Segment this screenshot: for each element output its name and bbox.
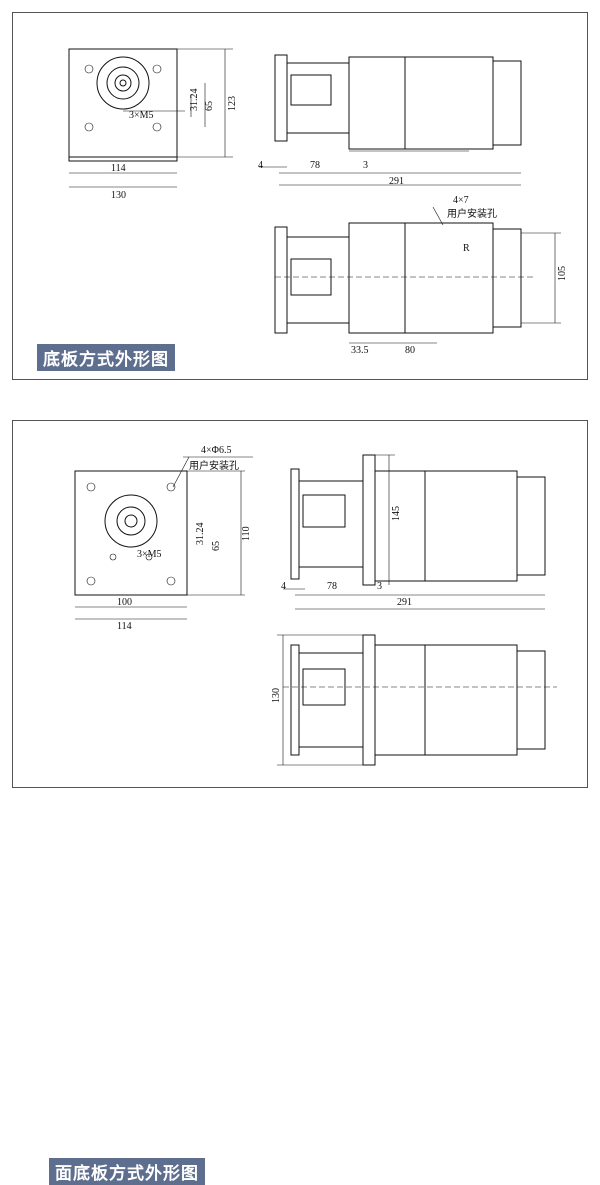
screw-hole-1	[84, 64, 94, 74]
dim-3: 3	[363, 160, 368, 171]
dim-78: 78	[310, 160, 320, 171]
hub-mid	[106, 66, 140, 100]
dim-78: 78	[327, 581, 337, 592]
flange-outline	[68, 48, 178, 158]
side-view: 4 78 3 291	[258, 54, 522, 187]
screw-hole-3	[84, 122, 94, 132]
dim-291: 291	[397, 597, 412, 608]
base-plate	[68, 133, 178, 162]
dim-145: 145	[391, 506, 402, 521]
hole-desc: 用户安装孔	[189, 459, 239, 472]
dim-100: 100	[117, 597, 132, 608]
top-drawing-svg: 114 130 3×M5 31.24 65 123 4 78 3 291	[68, 48, 568, 356]
dim-105: 105	[557, 266, 568, 281]
side-view: 145 4 78 3 291	[281, 454, 546, 610]
dim-130: 130	[271, 688, 282, 703]
top-caption: 底板方式外形图	[37, 344, 175, 371]
bottom-drawing-panel: 4×Φ6.5 用户安装孔 3×M5 100 114 31.24 65 110 1…	[12, 420, 588, 1185]
dim-110: 110	[241, 526, 252, 541]
dim-114: 114	[111, 163, 126, 174]
bottom-drawing-svg: 4×Φ6.5 用户安装孔 3×M5 100 114 31.24 65 110 1…	[74, 445, 557, 766]
top-view: 130	[271, 634, 557, 766]
hole-note: 4×7	[453, 195, 469, 206]
dim-33-5: 33.5	[351, 345, 369, 356]
screw-hole-4	[152, 122, 162, 132]
radius-note: R	[463, 243, 470, 254]
dim-4: 4	[258, 160, 263, 171]
shaft-center	[119, 79, 127, 87]
dim-80: 80	[405, 345, 415, 356]
top-view: 4×7 用户安装孔 R 33.5 80 105	[274, 195, 568, 356]
dim-130: 130	[111, 190, 126, 201]
dim-31-24: 31.24	[189, 89, 200, 112]
dim-114: 114	[117, 621, 132, 632]
front-view: 114 130 3×M5 31.24 65 123	[68, 48, 238, 201]
shaft	[114, 74, 132, 92]
dim-65: 65	[204, 101, 215, 111]
dim-123: 123	[227, 96, 238, 111]
screw-hole-2	[152, 64, 162, 74]
screw-note: 3×M5	[129, 110, 154, 121]
dim-65: 65	[211, 541, 222, 551]
screw-note: 3×M5	[137, 549, 162, 560]
dim-291: 291	[389, 176, 404, 187]
dim-4: 4	[281, 581, 286, 592]
dim-3: 3	[377, 581, 382, 592]
hub-outer	[96, 56, 150, 110]
dim-31-24: 31.24	[195, 523, 206, 546]
bottom-caption: 面底板方式外形图	[49, 1158, 205, 1185]
hole-note: 4×Φ6.5	[201, 445, 231, 456]
hole-desc: 用户安装孔	[447, 207, 497, 220]
front-view: 4×Φ6.5 用户安装孔 3×M5 100 114 31.24 65 110	[74, 445, 253, 632]
top-drawing-panel: 114 130 3×M5 31.24 65 123 4 78 3 291	[12, 12, 588, 380]
